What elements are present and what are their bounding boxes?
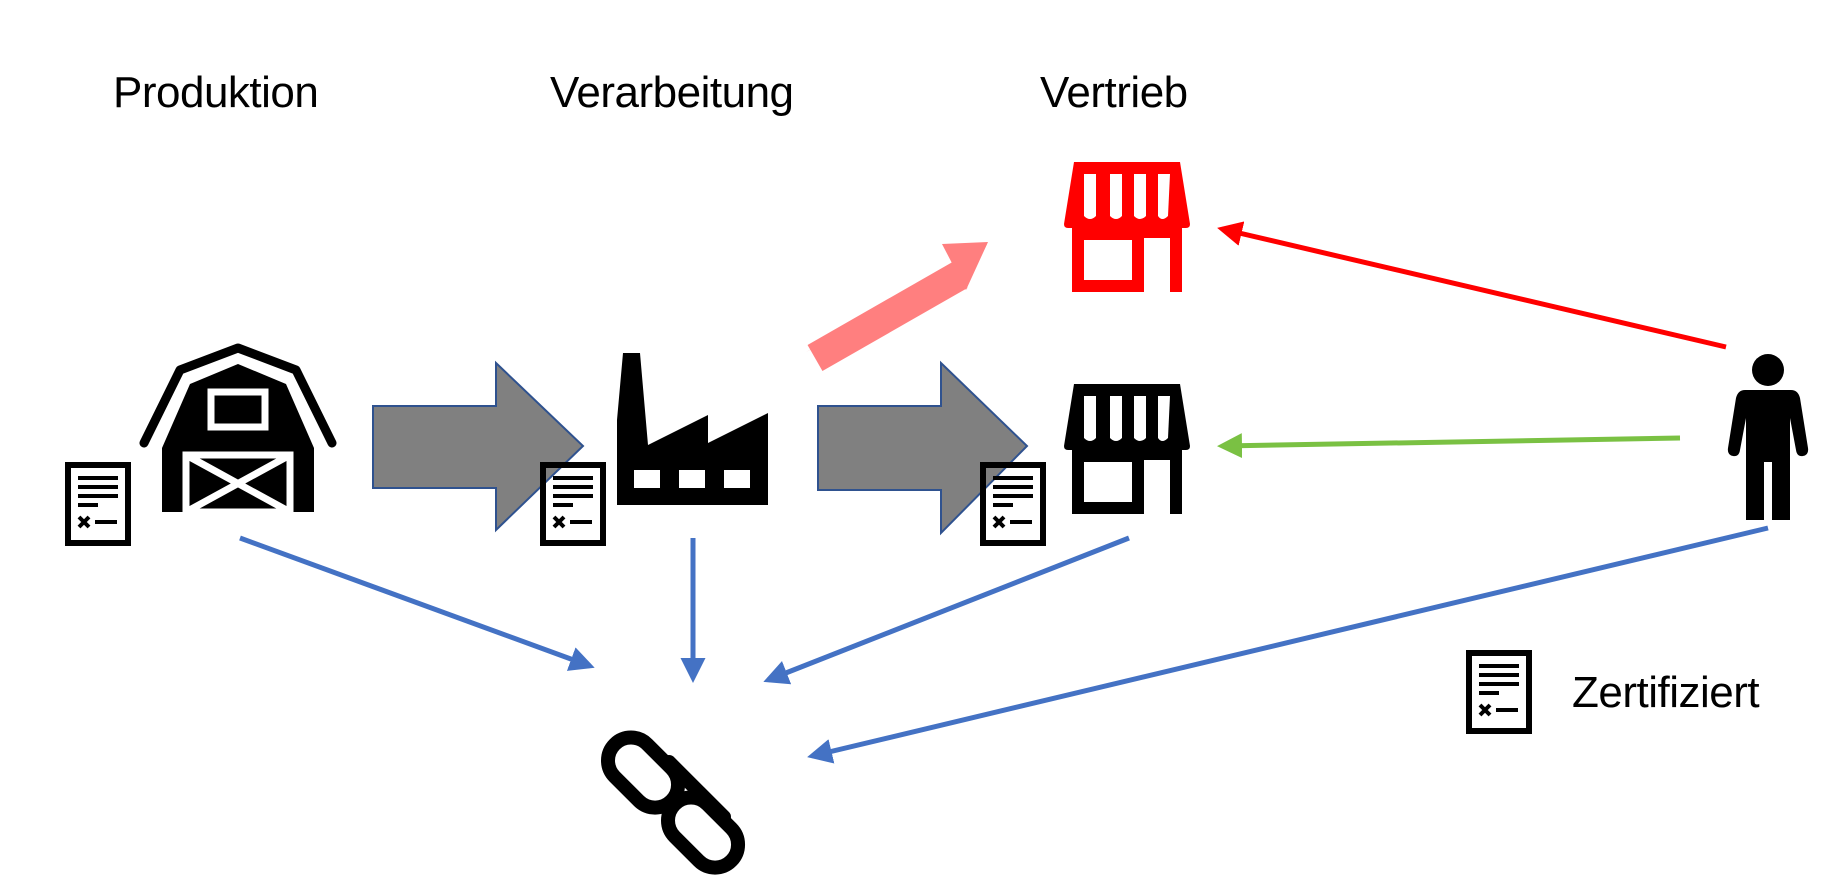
- person-icon: [1727, 354, 1809, 520]
- diverted-flow-arrow-shaft: [807, 261, 968, 372]
- stage-label-verarbeitung: Verarbeitung: [550, 68, 794, 117]
- stage-label-produktion: Produktion: [113, 68, 319, 117]
- barn-icon: [139, 343, 337, 516]
- arrow-consumer-to-uncertified-store: [1217, 221, 1727, 350]
- stage-label-vertrieb: Vertrieb: [1040, 68, 1188, 117]
- factory-icon: [617, 353, 768, 505]
- chain-link-icon: [601, 730, 746, 875]
- uncertified-store-icon: [1064, 162, 1190, 292]
- diverted-flow-arrow-head: [942, 242, 988, 290]
- arrow-consumer-to-certified-store: [1217, 433, 1681, 459]
- arrow-consumer-to-chain: [807, 525, 1769, 764]
- legend-certificate-icon: [1469, 653, 1529, 731]
- flow-arrow-production-to-processing: [372, 360, 585, 533]
- certificate-icon: [68, 465, 128, 543]
- flow-arrow-processing-to-distribution: [817, 360, 1029, 536]
- certified-store-icon: [1064, 384, 1190, 514]
- arrow-distribution-to-chain: [763, 535, 1130, 685]
- arrow-production-to-chain: [239, 535, 595, 671]
- legend-label: Zertifiziert: [1572, 668, 1760, 717]
